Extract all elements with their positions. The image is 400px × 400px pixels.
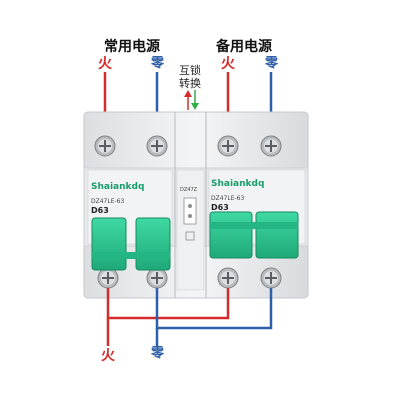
left-breaker-handle[interactable]: [91, 217, 171, 271]
right-brand-label: Shaiankdq: [211, 179, 265, 189]
bottom-neutral-label: 零: [151, 346, 165, 361]
top-right-neutral-label: 零: [265, 56, 279, 71]
left-model-label: DZ47LE-63: [91, 198, 125, 205]
bottom-live-label: 火: [101, 348, 115, 364]
left-brand-label: Shaiankdq: [91, 182, 145, 192]
terminal-screws-bottom: [97, 267, 282, 289]
terminal-screws-top: [94, 135, 282, 157]
right-model-label: DZ47LE-63: [211, 195, 245, 202]
right-breaker-handle[interactable]: [209, 211, 299, 259]
interlock-mechanism: [183, 197, 197, 241]
middle-model-label: DZ47Z: [180, 187, 198, 193]
top-right-live-label: 火: [221, 56, 235, 72]
interlock-arrows-icon: [184, 90, 199, 110]
left-rating-label: D63: [91, 206, 109, 215]
top-left-live-label: 火: [98, 56, 112, 72]
backup-power-title: 备用电源: [216, 39, 272, 55]
bottom-wires: [106, 288, 273, 346]
right-rating-label: D63: [211, 203, 229, 212]
top-left-neutral-label: 零: [151, 56, 165, 71]
interlock-label: 互锁: [179, 64, 201, 77]
common-power-title: 常用电源: [104, 39, 160, 55]
transfer-label: 转换: [179, 77, 201, 90]
